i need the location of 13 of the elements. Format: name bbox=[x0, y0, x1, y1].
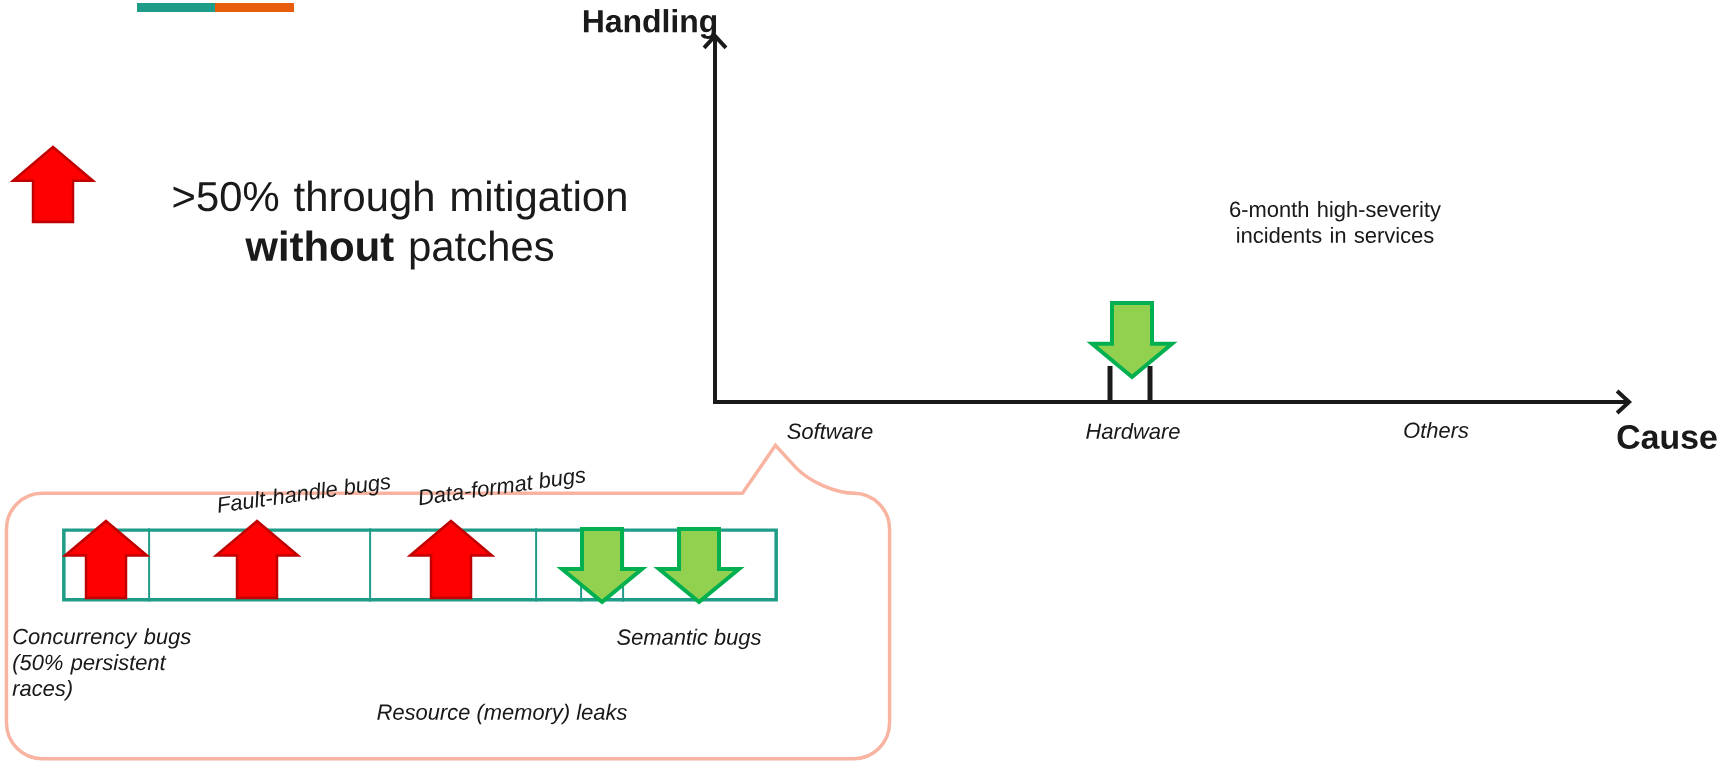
axis-label: Cause bbox=[1617, 425, 1717, 449]
category-label: Resource (memory) leaks bbox=[377, 703, 627, 725]
segmented-bar bbox=[62, 527, 778, 603]
note: 6-month high-severity incidents in services bbox=[1230, 201, 1441, 243]
category-label: Hardware bbox=[1086, 422, 1180, 440]
category-label: Software bbox=[787, 422, 873, 440]
category-label: Data-format bugs bbox=[419, 470, 585, 506]
category-label: Concurrency bugs (50% persistent races) bbox=[12, 628, 191, 701]
callout-bubble bbox=[4, 443, 892, 761]
category-label: Others bbox=[1404, 421, 1469, 439]
category-label: Semantic bugs bbox=[617, 628, 761, 650]
legend-text: >50% through mitigation without patches bbox=[173, 180, 626, 270]
axis-label: Handling bbox=[583, 9, 717, 39]
